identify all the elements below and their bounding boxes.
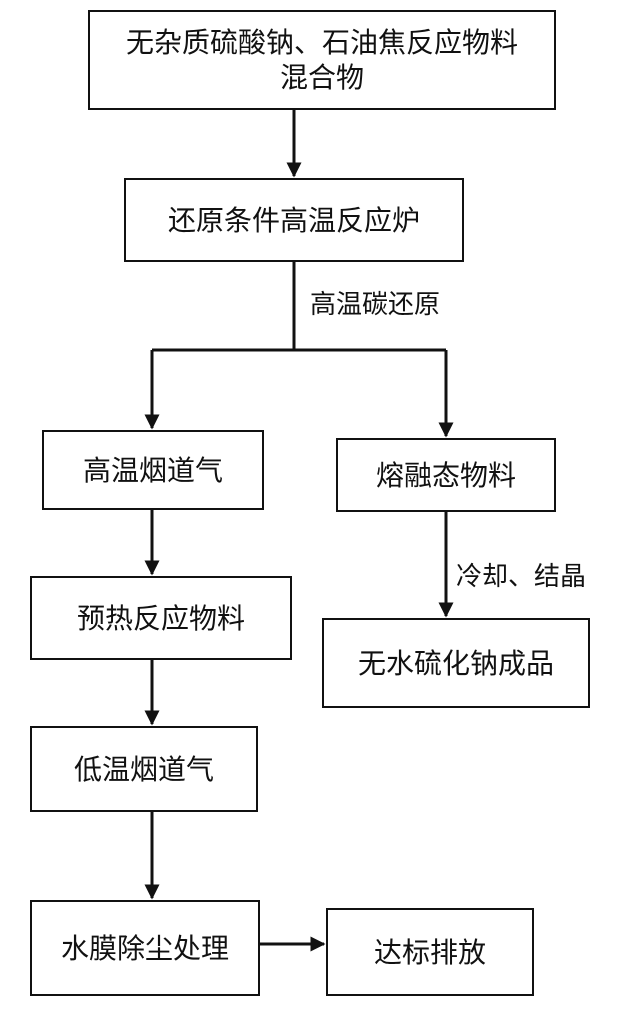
node-flue-gas-high-label: 高温烟道气: [82, 453, 223, 487]
node-molten-label: 熔融态物料: [375, 458, 516, 492]
node-furnace-label: 还原条件高温反应炉: [167, 203, 420, 237]
node-discharge: 达标排放: [326, 908, 534, 996]
node-dedust: 水膜除尘处理: [30, 900, 260, 996]
node-preheat: 预热反应物料: [30, 576, 292, 660]
node-mixture-line2: 混合物: [279, 61, 364, 94]
node-flue-gas-low-label: 低温烟道气: [73, 752, 214, 786]
node-molten: 熔融态物料: [336, 438, 556, 512]
node-flue-gas-high: 高温烟道气: [42, 430, 264, 510]
node-flue-gas-low: 低温烟道气: [30, 726, 258, 812]
node-furnace: 还原条件高温反应炉: [124, 178, 464, 262]
node-dedust-label: 水膜除尘处理: [60, 931, 229, 965]
node-mixture: 无杂质硫酸钠、石油焦反应物料 混合物: [88, 10, 556, 110]
node-preheat-label: 预热反应物料: [76, 601, 245, 635]
node-product-label: 无水硫化钠成品: [357, 646, 554, 680]
edge-label-cooling: 冷却、结晶: [456, 562, 587, 592]
edge-label-reduction: 高温碳还原: [310, 290, 441, 320]
node-product: 无水硫化钠成品: [322, 618, 590, 708]
node-mixture-line1: 无杂质硫酸钠、石油焦反应物料: [125, 26, 518, 59]
node-discharge-label: 达标排放: [373, 935, 486, 969]
